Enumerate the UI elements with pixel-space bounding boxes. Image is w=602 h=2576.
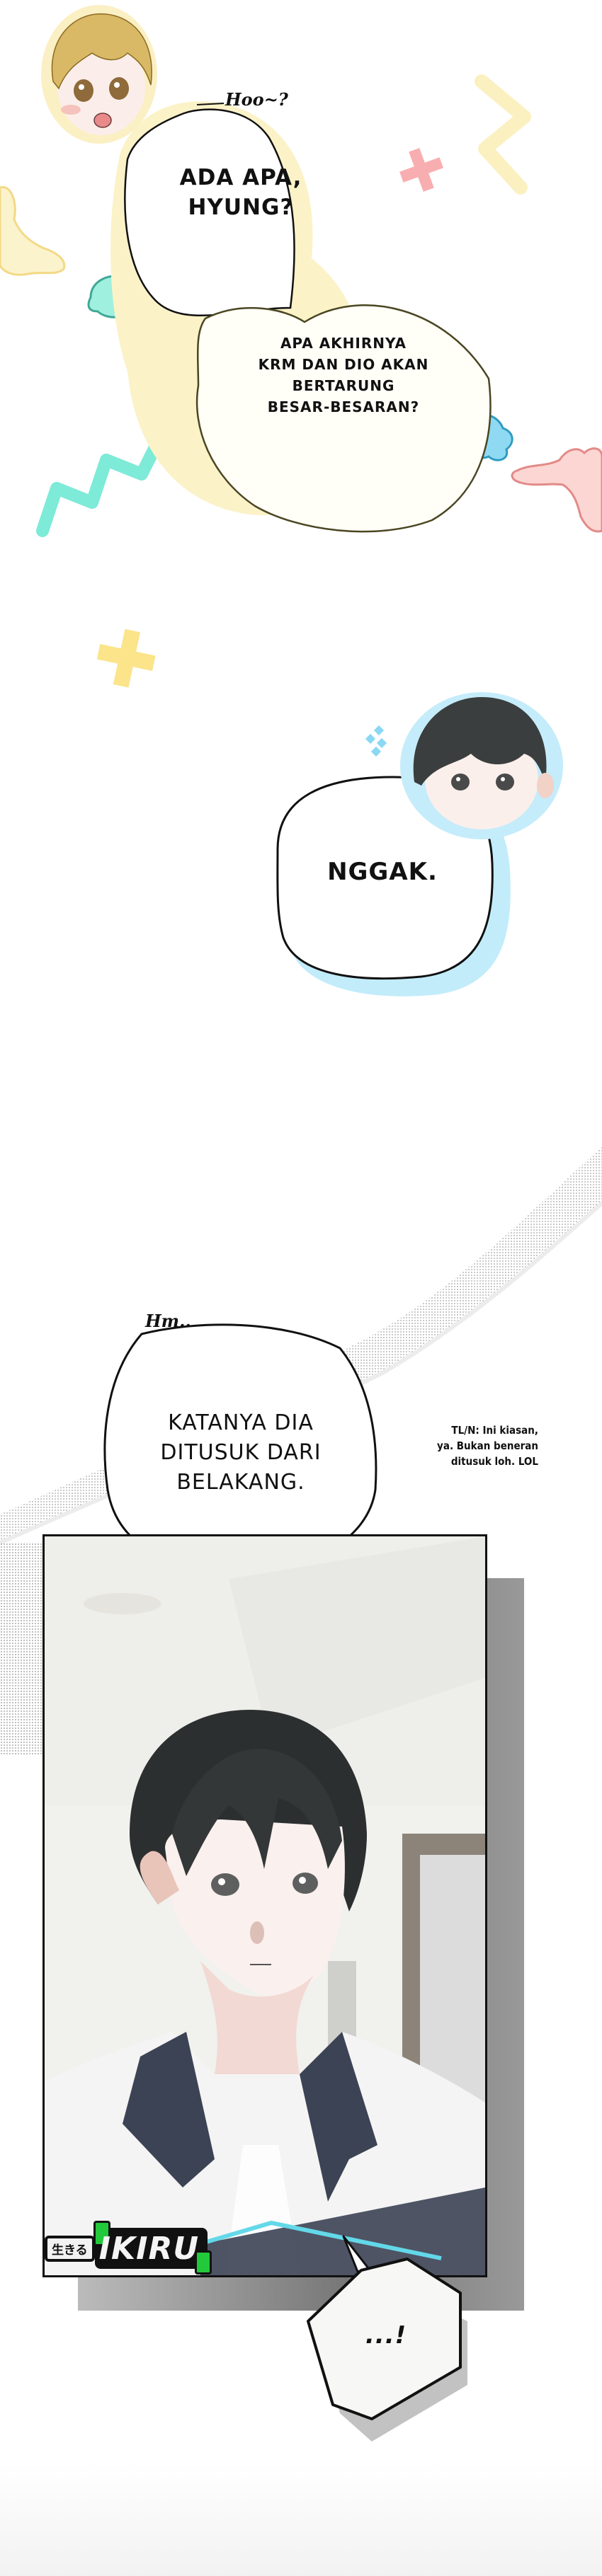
pink-plus-decoration — [399, 148, 443, 192]
watermark-green-bracket-right — [195, 2250, 212, 2275]
watermark-green-bracket-left — [93, 2221, 110, 2246]
bubble-hm-line-2: DITUSUK DARI — [160, 1440, 322, 1465]
watermark-brand-text: IKIRU — [98, 2230, 200, 2267]
halftone-left-wisp — [0, 1543, 42, 1755]
bubble-1-line-1: ADA APA, — [179, 165, 302, 190]
bubble-2-line-3: BERTARUNG — [292, 377, 395, 394]
bubble-2-line-4: BESAR-BESARAN? — [267, 398, 420, 415]
translator-note: TL/N: Ini kiasan, ya. Bukan beneran ditu… — [400, 1422, 538, 1469]
tl-note-line-2: ya. Bukan beneran — [437, 1439, 538, 1452]
tl-note-line-3: ditusuk loh. LOL — [450, 1455, 538, 1468]
yellow-plus-decoration — [96, 628, 156, 688]
bubble-2-line-1: APA AKHIRNYA — [280, 335, 407, 352]
bubble-hm-line-3: BELAKANG. — [176, 1470, 305, 1495]
bubble-2-text: APA AKHIRNYA KRM DAN DIO AKAN BERTARUNG … — [227, 333, 460, 418]
watermark-kana-badge: 生きる — [45, 2235, 95, 2262]
bubble-1-line-2: HYUNG? — [188, 195, 294, 220]
pink-blob-decoration — [511, 447, 602, 533]
scene-3: Hm.. KATANYA DIA DITUSUK DARI BELAKANG. … — [0, 1118, 602, 1572]
watermark-brand-block: IKIRU — [93, 2221, 212, 2275]
bubble-2-line-2: KRM DAN DIO AKAN — [258, 356, 429, 373]
character-illustration — [45, 1536, 485, 2275]
blonde-chibi-avatar — [39, 4, 159, 145]
blue-sparkle-icon — [365, 725, 387, 757]
bubble-1-text: ADA APA, HYUNG? — [163, 163, 319, 222]
tl-note-line-1: TL/N: Ini kiasan, — [451, 1424, 538, 1437]
dark-hair-chibi-avatar — [393, 686, 570, 849]
teal-zigzag-decoration — [36, 411, 176, 537]
speech-bubble-exclaim-shape — [307, 2235, 467, 2442]
ikiru-watermark: 生きる IKIRU — [45, 2221, 212, 2275]
bubble-hm-text: KATANYA DIA DITUSUK DARI BELAKANG. — [124, 1408, 358, 1497]
sfx-hm: Hm.. — [145, 1311, 191, 1331]
yellow-zigzag-decoration — [475, 74, 531, 195]
yellow-blob-decoration — [0, 185, 66, 276]
scene-2: NGGAK. — [0, 580, 602, 1076]
character-panel: 生きる IKIRU — [42, 1534, 487, 2277]
sfx-leader-line — [197, 103, 225, 105]
bubble-exclaim-text: ...! — [365, 2321, 407, 2350]
speech-bubble-2-shape — [195, 304, 492, 533]
scene-1: Hoo~? ADA APA, HYUNG? APA AKHIRNYA KRM D… — [0, 0, 602, 552]
scene-4: ...! — [0, 2229, 602, 2576]
sfx-hoo: Hoo~? — [225, 89, 288, 110]
halftone-bottom-fade — [0, 2463, 602, 2576]
bubble-hm-line-1: KATANYA DIA — [168, 1410, 314, 1435]
bubble-nggak-text: NGGAK. — [327, 858, 438, 886]
